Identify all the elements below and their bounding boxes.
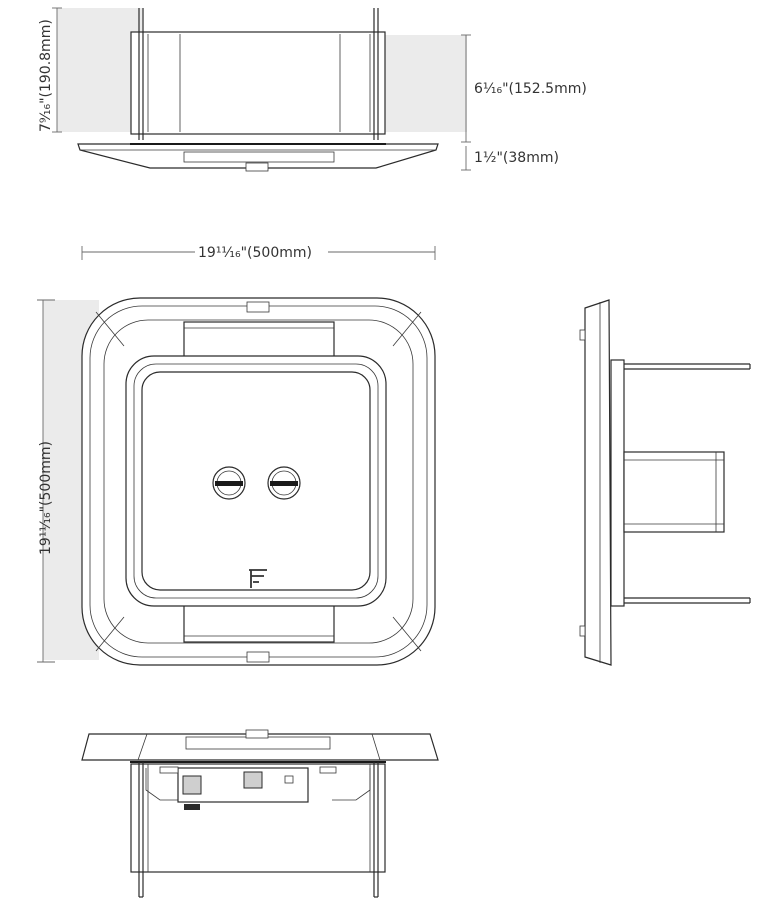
dim-width: 19¹¹⁄₁₆"(500mm) — [198, 245, 312, 261]
shade-band-left — [57, 8, 142, 132]
shade-band-right — [384, 35, 467, 132]
housing-box — [130, 31, 386, 135]
front-elevation-bottom — [81, 729, 439, 898]
stylized-F-logo-icon — [249, 569, 267, 588]
side-elevation-top: 7⁹⁄₁₆"(190.8mm) 6¹⁄₁₆"(152.5mm) 1½"(38mm… — [38, 7, 587, 172]
sensor-knob-icon — [212, 466, 246, 500]
side-housing — [623, 451, 725, 533]
side-trim — [584, 299, 612, 666]
grille-panel — [141, 371, 371, 591]
side-view-right — [579, 299, 751, 666]
dim-total-height: 7⁹⁄₁₆"(190.8mm) — [38, 19, 54, 132]
dim-housing-height: 6¹⁄₁₆"(152.5mm) — [474, 81, 587, 97]
plan-view: 19¹¹⁄₁₆"(500mm) 19¹¹⁄₁₆"(500mm) — [37, 245, 436, 666]
dim-trim-height: 1½"(38mm) — [474, 150, 559, 166]
sensor-knob-icon — [267, 466, 301, 500]
dim-depth: 19¹¹⁄₁₆"(500mm) — [38, 441, 54, 555]
